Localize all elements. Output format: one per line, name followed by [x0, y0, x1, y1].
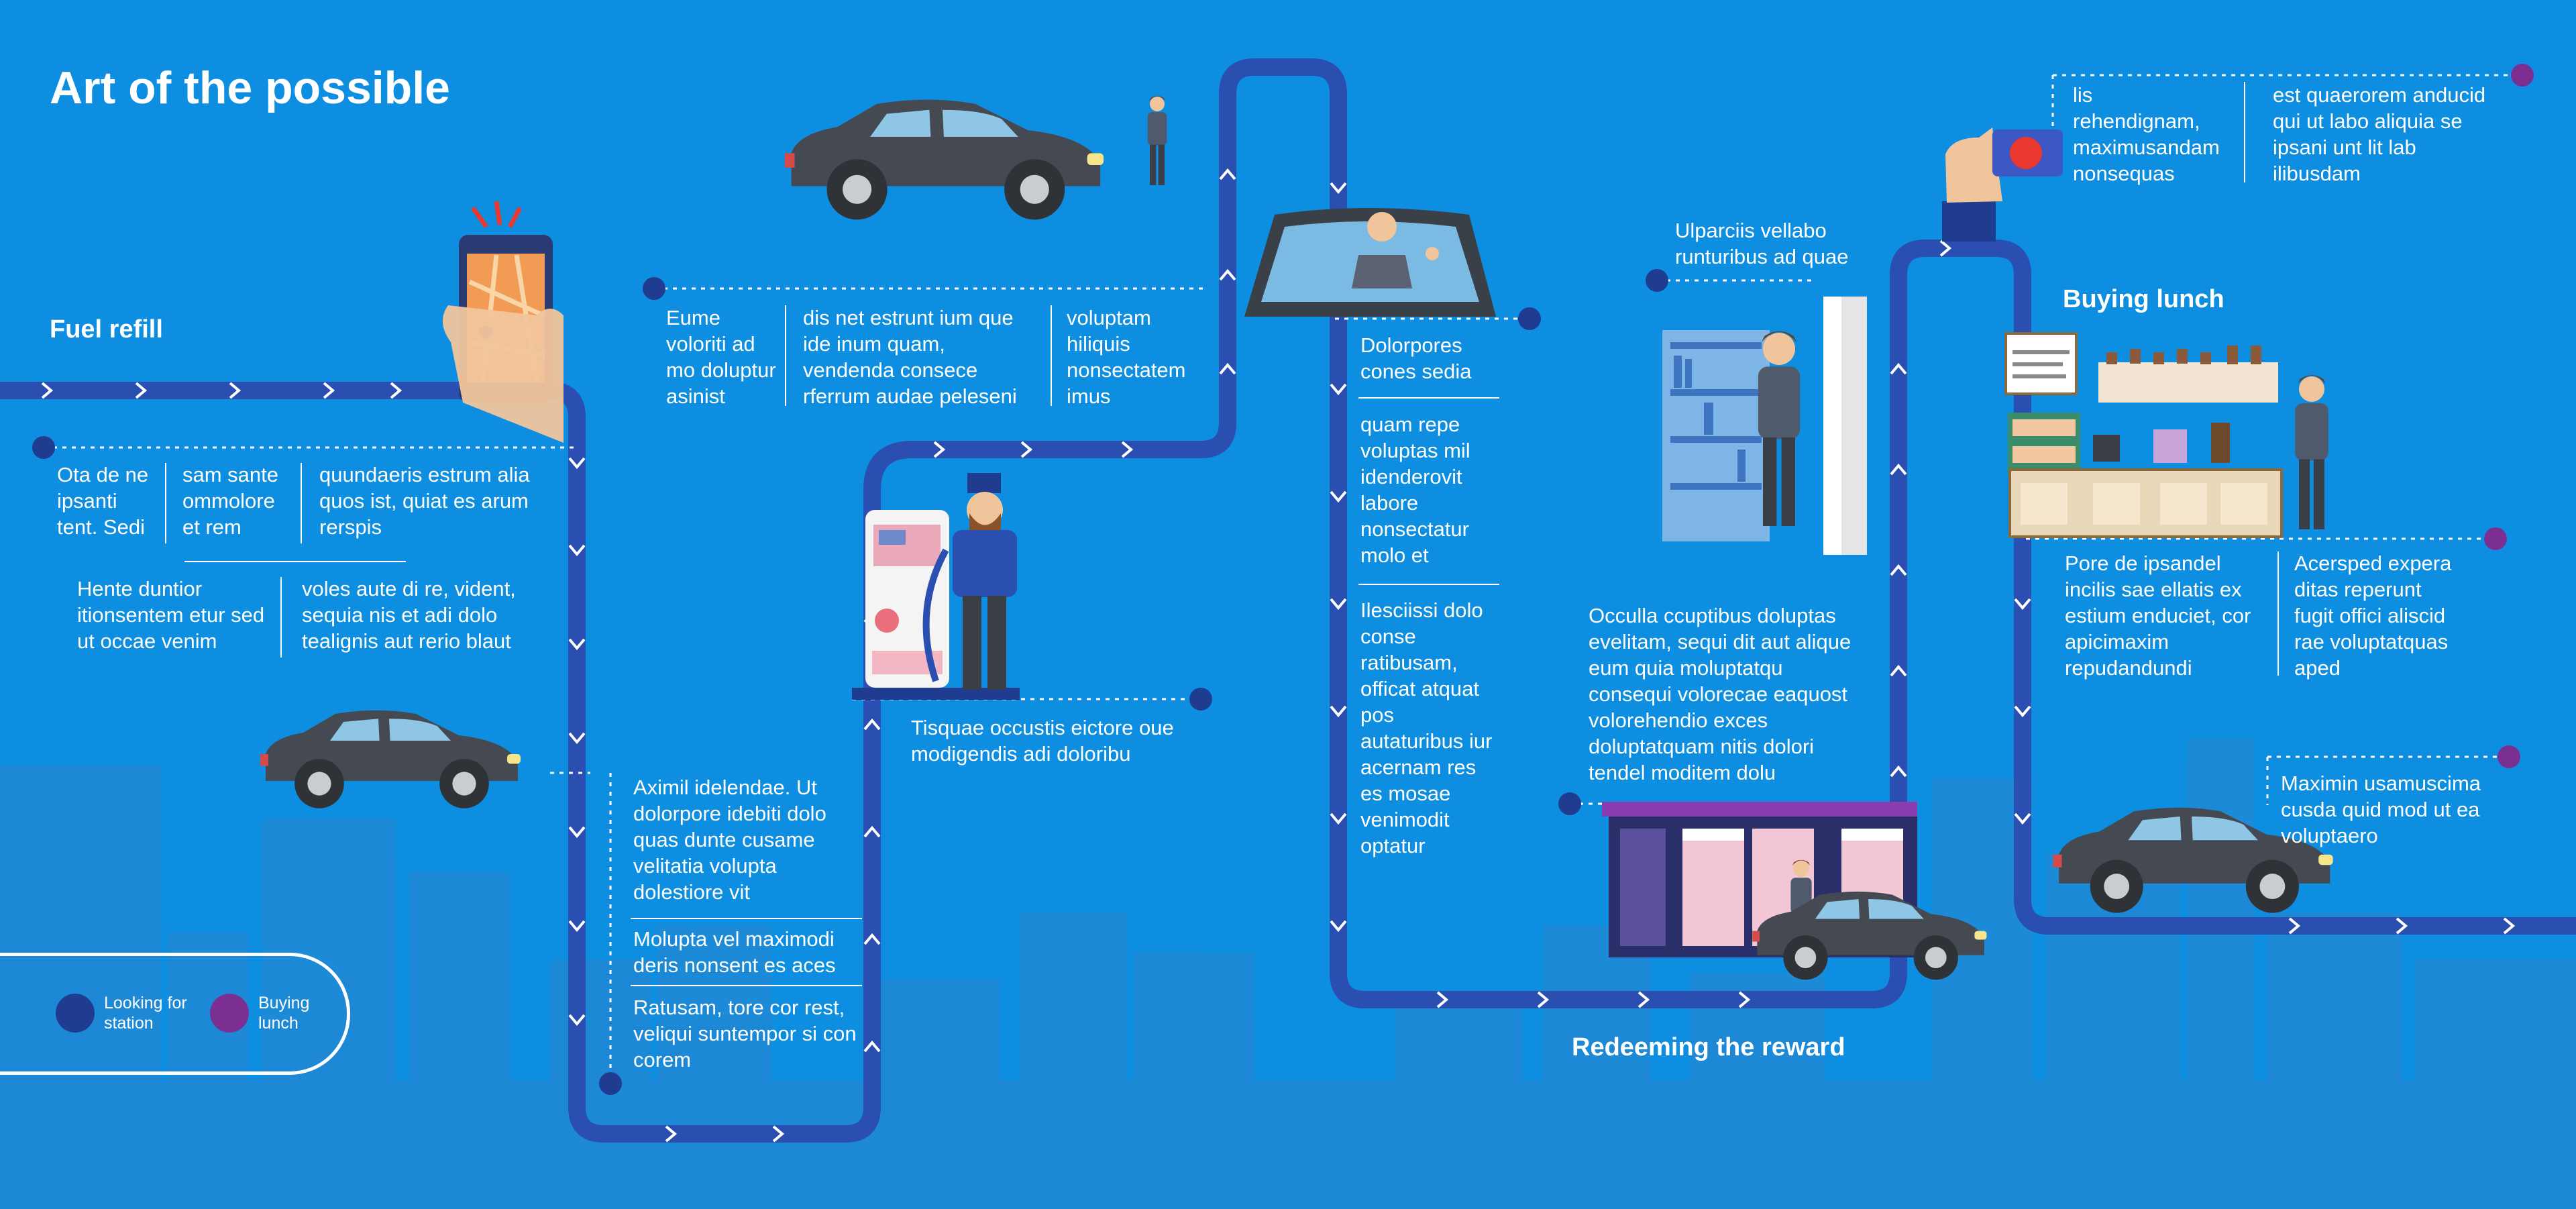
route-path — [0, 58, 2576, 1143]
divider — [631, 985, 862, 986]
maximin-text: Maximin usamuscima cusda quid mod ut ea … — [2281, 772, 2481, 847]
phone-map-icon — [442, 201, 564, 443]
divider — [165, 463, 166, 543]
divider — [184, 561, 406, 562]
car-top-text-c: voluptam hiliquis nonsectatem imus — [1067, 306, 1186, 408]
driver-text-b: quam repe voluptas mil idenderovit labor… — [1360, 413, 1470, 567]
fuel-text-a: Ota de ne ipsanti tent. Sedi — [57, 463, 149, 539]
fuel-text-c: quundaeris estrum alia quos ist, quiat e… — [319, 463, 530, 539]
axim-text-c: Ratusam, tore cor rest, veliqui suntempo… — [633, 996, 857, 1071]
legend-item-lunch: Buying lunch — [210, 993, 309, 1033]
coffee-shop-icon — [2004, 332, 2283, 538]
hand-card-icon — [1942, 127, 2063, 242]
legend: Looking for station Buying lunch — [0, 953, 350, 1075]
legend-dot-lunch — [210, 994, 249, 1033]
attendant-icon — [953, 473, 1017, 690]
top-right-text-b: est quaerorem anducid qui ut labo aliqui… — [2273, 83, 2486, 185]
coffee-customer-icon — [2295, 375, 2328, 529]
divider — [2277, 551, 2279, 676]
fuel-pump-icon — [852, 510, 1020, 700]
car-top-text-b: dis net estrunt ium que ide inum quam, v… — [803, 306, 1017, 408]
stage-redeeming-reward: Redeeming the reward — [1572, 1033, 1845, 1061]
divider — [1358, 397, 1499, 399]
page-title: Art of the possible — [50, 62, 450, 113]
library-icon — [1662, 297, 1867, 555]
legend-item-station: Looking for station — [56, 993, 187, 1033]
stage-fuel-refill: Fuel refill — [50, 315, 163, 344]
divider — [1051, 305, 1052, 406]
axim-text-b: Molupta vel maximodi deris nonsent es ac… — [633, 927, 836, 977]
fuel-text-b: sam sante ommolore et rem — [182, 463, 279, 539]
legend-label-lunch: Buying lunch — [258, 994, 310, 1033]
legend-label-station: Looking for station — [104, 994, 187, 1033]
divider — [785, 305, 786, 406]
library-text: Ulparciis vellabo runturibus ad quae — [1675, 219, 1849, 268]
lunch-text-b: Acersped expera ditas reperunt fugit off… — [2294, 551, 2452, 680]
divider — [2244, 82, 2245, 182]
divider — [301, 463, 302, 543]
legend-dot-station — [56, 994, 95, 1033]
driver-text-c: Ilesciissi dolo conse ratibusam, officat… — [1360, 598, 1493, 857]
axim-text-a: Aximil idelendae. Ut dolorpore idebiti d… — [633, 776, 826, 904]
driver-text-a: Dolorpores cones sedia — [1360, 333, 1472, 383]
occulla-text: Occulla ccuptibus doluptas evelitam, seq… — [1589, 604, 1851, 784]
divider — [1358, 584, 1499, 585]
divider — [631, 918, 862, 919]
top-right-text-a: lis rehendignam, maximusandam nonsequas — [2073, 83, 2220, 185]
person-on-car-icon — [1147, 95, 1167, 185]
car-top-text-a: Eume voloriti ad mo doluptur asinist — [666, 306, 776, 408]
connector-dots — [32, 64, 2534, 1095]
driver-windshield-icon — [1244, 208, 1496, 317]
car-left-icon — [260, 710, 521, 808]
city-skyline — [0, 738, 2576, 1209]
pump-text: Tisquae occustis eictore oue modigendis … — [911, 716, 1174, 766]
fuel-text-e: voles aute di re, vident, sequia nis et … — [302, 577, 516, 653]
divider — [280, 577, 282, 658]
car-top-icon — [784, 99, 1104, 220]
reward-kiosk-icon — [1602, 802, 1917, 957]
stage-buying-lunch: Buying lunch — [2063, 285, 2224, 313]
lunch-text-a: Pore de ipsandel incilis sae ellatis ex … — [2065, 551, 2251, 680]
fuel-text-d: Hente duntior itionsentem etur sed ut oc… — [77, 577, 265, 653]
